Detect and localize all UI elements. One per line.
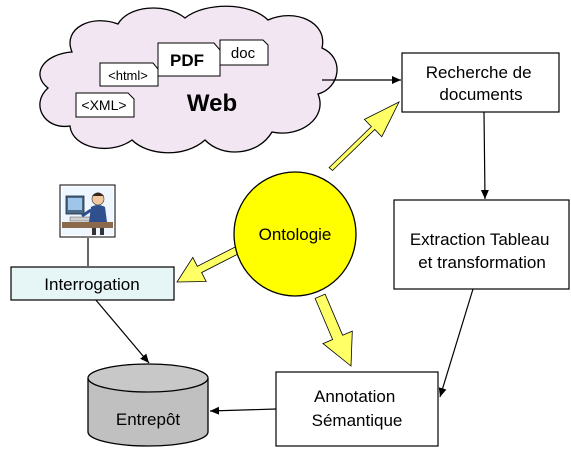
- doc-pdf-label: PDF: [170, 51, 204, 70]
- extraction-label-line2: et transformation: [418, 253, 546, 272]
- doc-html-label: <html>: [108, 68, 148, 83]
- ontology-ellipse: [233, 171, 357, 297]
- annotation-label: Annotation Sémantique: [312, 387, 403, 430]
- annotation-label-line2: Sémantique: [312, 411, 403, 430]
- annotation-label-line1: Annotation: [314, 387, 395, 406]
- arrow-recherche-to-extraction: [480, 111, 489, 200]
- arrow-interrogation-to-entrepot: [94, 298, 150, 364]
- arrow-extraction-to-annotation: [438, 288, 474, 398]
- entrepot-cylinder: Entrepôt: [87, 363, 209, 447]
- ontology-label: Ontologie: [259, 225, 332, 244]
- extraction-label: Extraction Tableau et transformation: [410, 230, 554, 272]
- interrogation-box: [10, 266, 175, 301]
- arrow-annotation-to-entrepot: [209, 406, 277, 415]
- doc-xml-label: <XML>: [81, 97, 126, 113]
- doc-icon-xml: <XML>: [75, 92, 135, 118]
- doc-doc-label: doc: [231, 45, 256, 62]
- recherche-box: [401, 52, 560, 113]
- entrepot-label: Entrepôt: [116, 410, 181, 429]
- recherche-label-line1: Recherche de: [426, 63, 532, 82]
- extraction-box: [393, 199, 570, 290]
- recherche-label: Recherche de documents: [426, 63, 537, 104]
- user-at-computer-icon: [59, 184, 116, 238]
- doc-icon-doc: doc: [219, 39, 269, 66]
- interrogation-label: Interrogation: [44, 275, 139, 294]
- ontology-arrow-to-recherche: [328, 101, 400, 172]
- annotation-box: [275, 371, 439, 447]
- extraction-label-line1: Extraction Tableau: [410, 230, 550, 249]
- ontology-arrow-to-interrogation: [176, 245, 242, 283]
- cloud-shape: [39, 5, 338, 154]
- doc-icon-pdf: PDF: [157, 42, 221, 77]
- recherche-label-line2: documents: [439, 85, 522, 104]
- web-cloud: Web: [39, 5, 338, 154]
- cloud-label: Web: [187, 90, 237, 117]
- doc-icon-html: <html>: [99, 62, 159, 87]
- ontology-arrow-to-annotation: [314, 293, 353, 367]
